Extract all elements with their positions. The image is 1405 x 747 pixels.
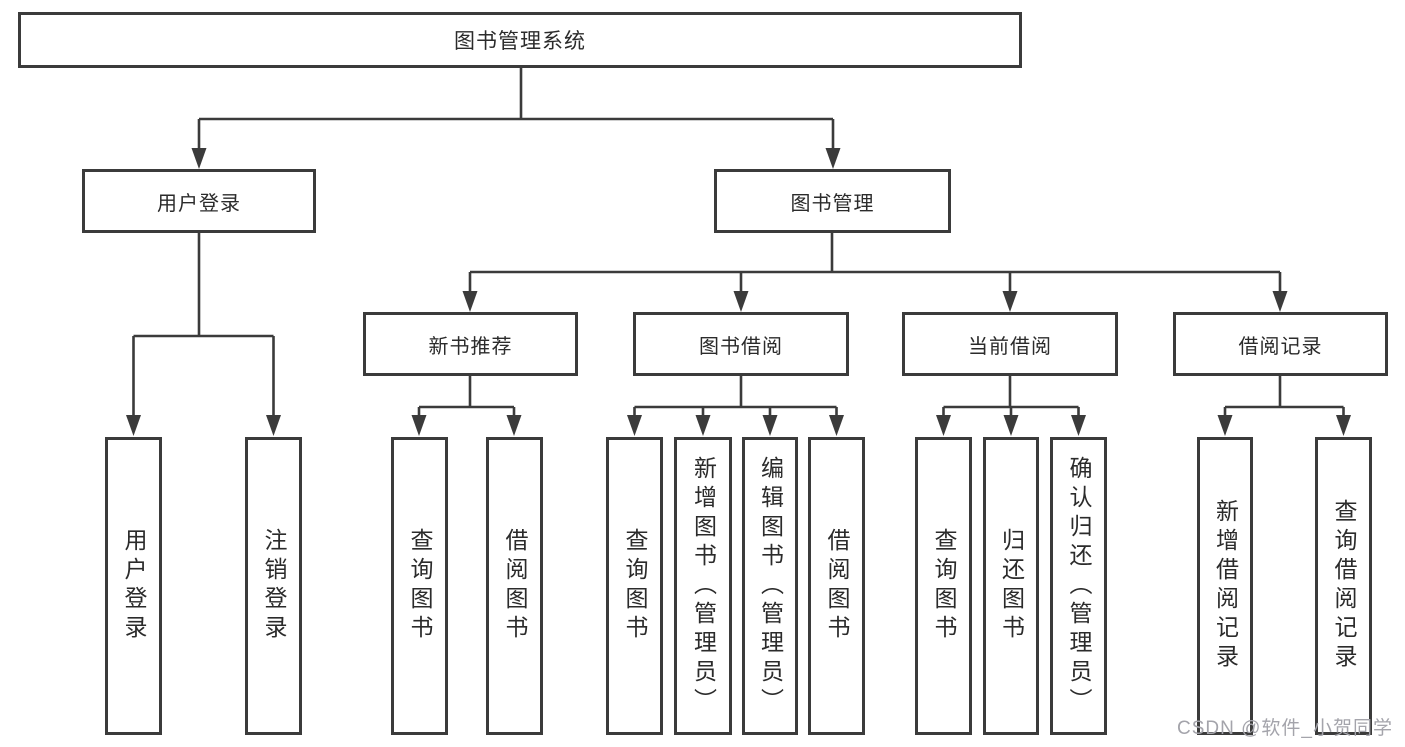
node-user-login: 用户登录 <box>82 169 316 233</box>
leaf-query-books-recommend: 查询图书 <box>391 437 448 735</box>
connector-user-login-branch <box>132 233 275 418</box>
connector-root-to-level2 <box>197 68 835 150</box>
node-borrowing-records: 借阅记录 <box>1173 312 1388 376</box>
leaf-add-borrow-record: 新增借阅记录 <box>1197 437 1253 735</box>
connector-book-mgmt-branch <box>468 233 1282 293</box>
leaf-query-books-borrow: 查询图书 <box>606 437 663 735</box>
leaf-query-borrow-record: 查询借阅记录 <box>1315 437 1372 735</box>
node-library-management-system: 图书管理系统 <box>18 12 1022 68</box>
connector-current-borrow-branch <box>942 376 1080 418</box>
connector-borrow-record-branch <box>1223 376 1345 418</box>
arrowheads <box>126 148 1351 436</box>
leaf-query-books-current: 查询图书 <box>915 437 972 735</box>
csdn-watermark: CSDN @软件_小贺同学 <box>1177 718 1393 739</box>
leaf-logout: 注销登录 <box>245 437 302 735</box>
connector-book-borrow-branch <box>633 376 838 418</box>
connector-new-book-branch <box>417 376 516 418</box>
leaf-borrow-books: 借阅图书 <box>808 437 865 735</box>
node-book-management: 图书管理 <box>714 169 951 233</box>
leaf-borrow-books-recommend: 借阅图书 <box>486 437 543 735</box>
leaf-confirm-return-admin: 确认归还（管理员） <box>1050 437 1107 735</box>
node-new-book-recommend: 新书推荐 <box>363 312 578 376</box>
leaf-return-books: 归还图书 <box>983 437 1039 735</box>
node-book-borrowing: 图书借阅 <box>633 312 849 376</box>
leaf-add-books-admin: 新增图书（管理员） <box>674 437 732 735</box>
node-current-borrowing: 当前借阅 <box>902 312 1118 376</box>
leaf-edit-books-admin: 编辑图书（管理员） <box>742 437 798 735</box>
leaf-user-login: 用户登录 <box>105 437 162 735</box>
